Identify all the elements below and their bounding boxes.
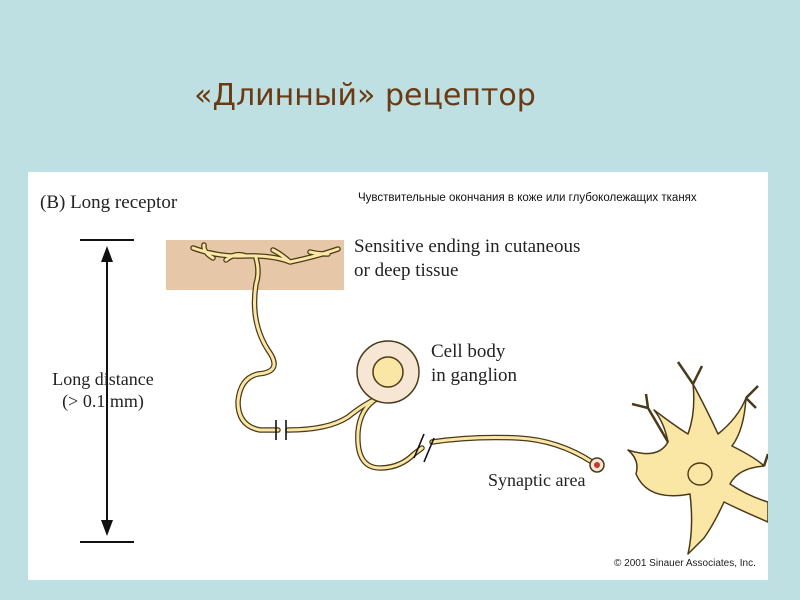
sensitive-ending-label: Sensitive ending in cutaneous or deep ti… [354, 235, 580, 283]
russian-caption: Чувствительные окончания в коже или глуб… [358, 192, 697, 204]
diagram-panel: (B) Long receptor Чувствительные окончан… [28, 172, 768, 580]
target-nucleus [688, 463, 712, 485]
synaptic-terminal [590, 458, 604, 472]
sensitive-ending-label-line-2: or deep tissue [354, 259, 580, 283]
distance-label: Long distance (> 0.1 mm) [28, 368, 178, 412]
cell-body-label-line-1: Cell body [431, 340, 517, 364]
cell-body [357, 341, 419, 403]
synaptic-area-label: Synaptic area [488, 470, 585, 491]
distance-label-line-1: Long distance [28, 368, 178, 390]
slide-title: «Длинный» рецептор [0, 78, 730, 113]
target-neuron [628, 362, 768, 554]
cell-body-label-line-2: in ganglion [431, 364, 517, 388]
distance-label-line-2: (> 0.1 mm) [28, 390, 178, 412]
copyright-text: © 2001 Sinauer Associates, Inc. [614, 558, 756, 569]
sensitive-ending-label-line-1: Sensitive ending in cutaneous [354, 235, 580, 259]
panel-label: (B) Long receptor [40, 192, 177, 214]
cell-body-label: Cell body in ganglion [431, 340, 517, 388]
